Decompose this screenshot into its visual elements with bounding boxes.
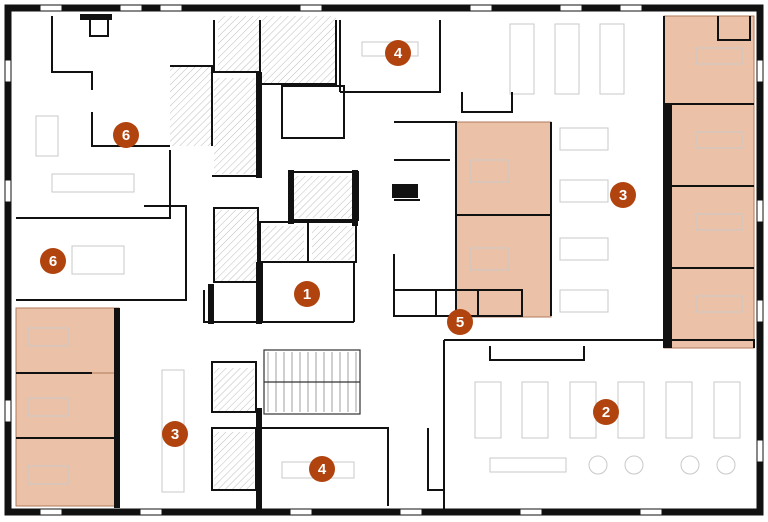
zone-marker: 1 [294, 281, 320, 307]
stair-core [218, 16, 260, 72]
zone-marker: 5 [447, 309, 473, 335]
elevator-core [312, 226, 354, 260]
interior-walls [16, 16, 755, 510]
furniture [27, 23, 743, 493]
svg-text:3: 3 [619, 187, 627, 204]
office-room [663, 15, 755, 105]
structural-walls [80, 14, 672, 510]
office-room [663, 267, 755, 349]
svg-text:1: 1 [303, 286, 311, 303]
desk-row [559, 237, 609, 261]
exterior-wall [4, 4, 764, 516]
desk [469, 247, 509, 271]
desk [27, 327, 69, 347]
desk [469, 159, 509, 183]
cafe-table [680, 455, 700, 475]
office-room [663, 103, 755, 187]
table [71, 245, 125, 275]
desk [695, 47, 743, 65]
zone-marker: 2 [593, 399, 619, 425]
stair-core [214, 78, 258, 174]
cafe-table [716, 455, 736, 475]
desk [27, 397, 69, 417]
table [35, 115, 59, 157]
stair-core [214, 368, 254, 412]
stair-core [262, 16, 336, 84]
desk-row [665, 381, 693, 439]
elevator-core [262, 226, 304, 260]
service-cores [170, 16, 354, 490]
zone-markers: 1 2 3 3 4 4 5 6 6 [40, 40, 636, 482]
zone-marker: 3 [610, 182, 636, 208]
table [51, 173, 135, 193]
zone-marker: 3 [162, 421, 188, 447]
svg-text:4: 4 [318, 461, 327, 478]
stair-core [214, 432, 254, 490]
bench [489, 457, 567, 473]
zone-marker: 6 [113, 122, 139, 148]
desk-row [474, 381, 502, 439]
zone-marker: 6 [40, 248, 66, 274]
stair-core [214, 210, 258, 282]
desk [27, 465, 69, 485]
svg-text:2: 2 [602, 404, 610, 421]
desk [695, 213, 743, 231]
cafe-table [624, 455, 644, 475]
zone-marker: 4 [309, 456, 335, 482]
svg-text:3: 3 [171, 426, 179, 443]
svg-text:4: 4 [394, 45, 403, 62]
desk-row [559, 127, 609, 151]
office-room [663, 185, 755, 269]
svg-text:5: 5 [456, 314, 464, 331]
main-stair [263, 349, 361, 415]
elevator-core [294, 176, 354, 218]
desk-row [713, 381, 741, 439]
desk-row [569, 381, 597, 439]
desk-row [559, 289, 609, 313]
cafe-table [588, 455, 608, 475]
svg-text:6: 6 [49, 253, 57, 270]
stair-core [170, 66, 212, 146]
office-room [455, 121, 552, 216]
desk-row [521, 381, 549, 439]
desk-row [617, 381, 645, 439]
desk-row [559, 179, 609, 203]
desk [695, 295, 743, 313]
svg-text:6: 6 [122, 127, 130, 144]
private-offices [15, 15, 755, 507]
desk-row [554, 23, 580, 95]
desk-row [599, 23, 625, 95]
zone-marker: 4 [385, 40, 411, 66]
office-room [455, 214, 552, 318]
desk [695, 131, 743, 149]
desk-row [509, 23, 535, 95]
